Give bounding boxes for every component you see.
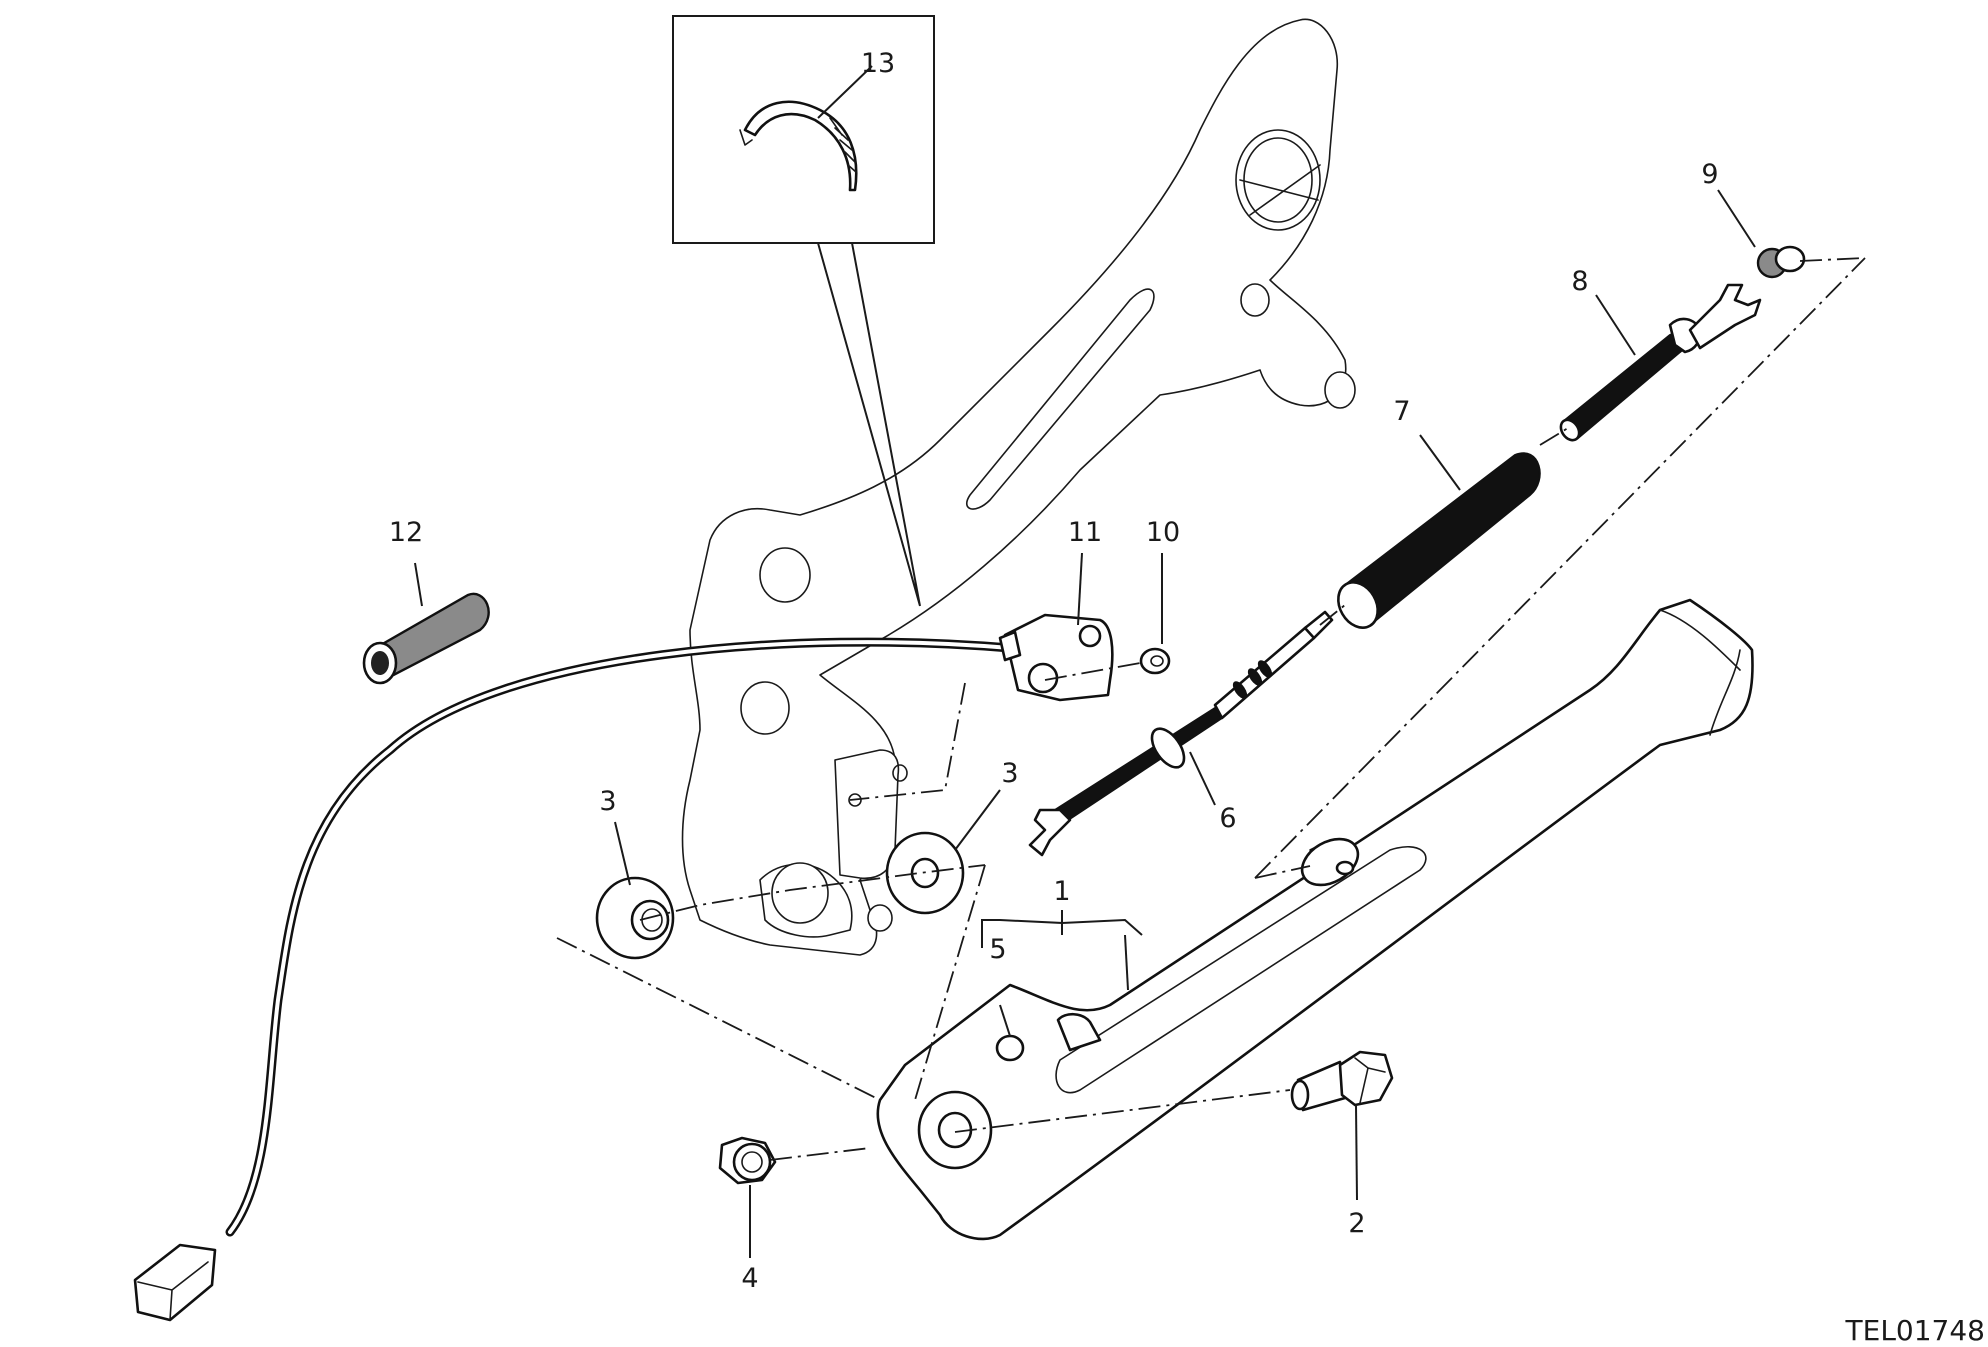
sensor-cable xyxy=(133,637,1015,1322)
nut-part-4 xyxy=(718,1136,777,1185)
callout-4: 4 xyxy=(741,1263,758,1294)
cap-part-9 xyxy=(1756,245,1806,279)
callout-3b: 3 xyxy=(1001,758,1018,789)
callout-8: 8 xyxy=(1571,266,1588,297)
side-stand-part-1 xyxy=(876,598,1754,1241)
tube-part-7 xyxy=(1337,452,1541,629)
callout-7: 7 xyxy=(1393,396,1410,427)
frame-bracket xyxy=(681,18,1356,956)
callout-3a: 3 xyxy=(599,786,616,817)
drawing-code: TEL01748 xyxy=(1845,1314,1985,1347)
callout-5: 5 xyxy=(989,934,1006,965)
plug-part-5 xyxy=(995,1034,1025,1062)
callout-9: 9 xyxy=(1701,159,1718,190)
callout-6: 6 xyxy=(1219,803,1236,834)
assembly-centerlines xyxy=(556,257,1866,1161)
sleeve-part-12 xyxy=(362,592,490,685)
callout-10: 10 xyxy=(1146,517,1180,548)
callout-labels: 1 2 3 3 4 5 6 7 8 9 10 11 12 13 xyxy=(389,48,1719,1294)
callout-11: 11 xyxy=(1068,517,1102,548)
washer-part-3-left xyxy=(595,876,675,960)
sensor-bracket-part-11 xyxy=(998,613,1114,702)
bolt-part-2 xyxy=(1290,1050,1394,1112)
callout-1: 1 xyxy=(1053,876,1070,907)
callout-12: 12 xyxy=(389,517,423,548)
spring-rod-part-6 xyxy=(1028,610,1334,857)
inset-detail-box xyxy=(672,15,935,607)
callout-2: 2 xyxy=(1348,1208,1365,1239)
callout-13: 13 xyxy=(861,48,895,79)
screw-part-10 xyxy=(1139,647,1171,675)
leader-lines xyxy=(414,189,1756,1258)
pin-part-8 xyxy=(1559,283,1762,442)
